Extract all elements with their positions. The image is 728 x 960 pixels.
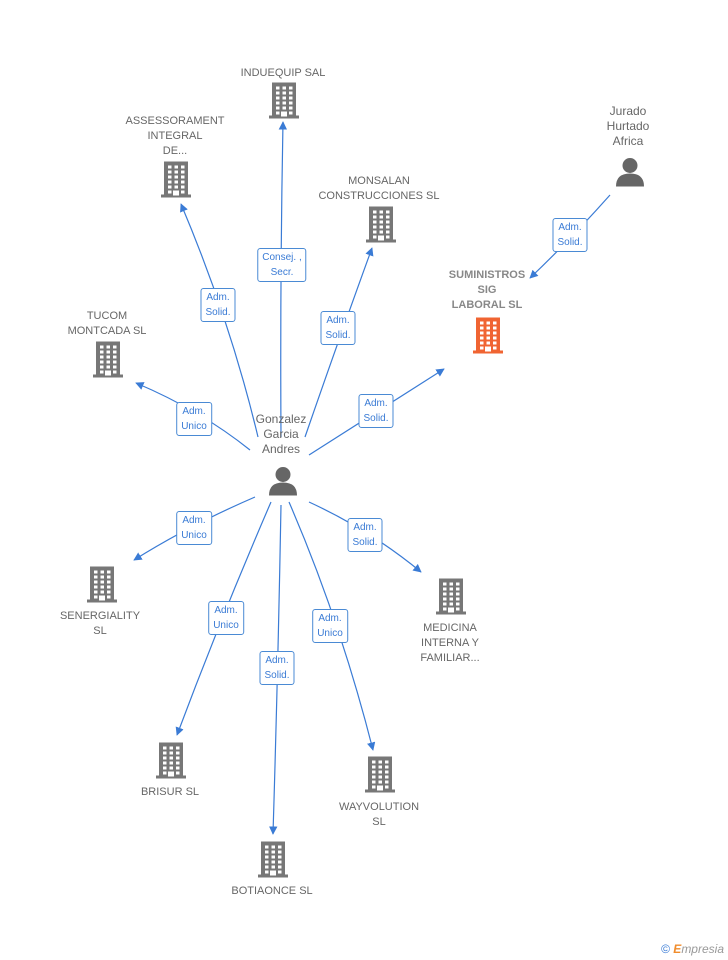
node-label-line: LABORAL SL — [451, 299, 523, 311]
node-label-line: Garcia — [263, 427, 299, 441]
building-icon[interactable] — [268, 81, 300, 124]
node-label-line: Hurtado — [606, 119, 650, 133]
edge-label-line: Adm. — [182, 406, 206, 417]
node-label-line: SENERGIALITY — [59, 610, 141, 622]
node-label-line: INTEGRAL — [147, 130, 203, 142]
node-label-senergiality[interactable]: SENERGIALITY SL — [60, 609, 140, 639]
edge-label-jurado-suministros[interactable]: Adm. Solid. — [552, 218, 588, 252]
node-label-line: INTERNA Y — [421, 637, 479, 649]
edge-label-line: Adm. — [182, 515, 206, 526]
node-label-line: WAYVOLUTION — [338, 801, 420, 813]
node-label-line: INDUEQUIP SAL — [240, 67, 326, 79]
node-label-botiaonce[interactable]: BOTIAONCE SL — [231, 884, 312, 899]
node-label-line: CONSTRUCCIONES SL — [318, 190, 440, 202]
node-label-line: TUCOM — [86, 310, 128, 322]
node-label-line: MEDICINA — [423, 622, 477, 634]
edge-label-line: Unico — [317, 628, 343, 639]
edge-label-line: Adm. — [364, 398, 388, 409]
copyright-symbol: © — [661, 942, 670, 956]
node-label-induequip[interactable]: INDUEQUIP SAL — [241, 66, 326, 81]
node-label-line: SIG — [477, 284, 497, 296]
edge-label-line: Secr. — [270, 267, 294, 278]
building-icon[interactable] — [92, 340, 124, 383]
edge-label-center-assessorament[interactable]: Adm. Solid. — [200, 288, 236, 322]
node-label-brisur[interactable]: BRISUR SL — [141, 785, 199, 800]
node-label-line: FAMILIAR... — [420, 652, 480, 664]
node-label-line: Andres — [261, 442, 301, 456]
edge-label-line: Unico — [213, 620, 239, 631]
footer-brand[interactable]: © Empresia — [661, 942, 724, 956]
building-icon[interactable] — [86, 565, 118, 608]
edge-label-line: Solid. — [363, 413, 389, 424]
node-label-line: Gonzalez — [255, 412, 307, 426]
edge-label-line: Adm. — [206, 292, 230, 303]
node-label-medicina[interactable]: MEDICINA INTERNA Y FAMILIAR... — [420, 621, 479, 666]
edge-label-line: Unico — [181, 421, 207, 432]
node-label-line: BRISUR SL — [140, 786, 200, 798]
edge-label-line: Adm. — [353, 522, 377, 533]
person-icon[interactable] — [267, 466, 299, 501]
node-label-line: Jurado — [609, 104, 647, 118]
node-label-tucom[interactable]: TUCOM MONTCADA SL — [68, 309, 147, 339]
node-label-line: SL — [372, 816, 386, 828]
edge-label-line: Solid. — [557, 237, 583, 248]
building-icon[interactable] — [472, 316, 504, 359]
building-icon[interactable] — [365, 205, 397, 248]
node-label-suministros[interactable]: SUMINISTROS SIG LABORAL SL — [449, 268, 525, 313]
node-label-line: DE... — [162, 145, 188, 157]
node-label-wayvolution[interactable]: WAYVOLUTION SL — [339, 800, 419, 830]
person-icon[interactable] — [614, 157, 646, 192]
edge-label-center-botiaonce[interactable]: Adm. Solid. — [259, 651, 295, 685]
node-label-monsalan[interactable]: MONSALAN CONSTRUCCIONES SL — [318, 174, 439, 204]
edge-label-line: Adm. — [265, 655, 289, 666]
edge-label-center-brisur[interactable]: Adm. Unico — [208, 601, 244, 635]
edge-label-line: Solid. — [325, 330, 351, 341]
node-label-line: SL — [93, 625, 107, 637]
building-icon[interactable] — [364, 755, 396, 798]
brand-name: mpresia — [681, 942, 724, 956]
node-label-line: Africa — [612, 134, 644, 148]
edge-label-line: Adm. — [214, 605, 238, 616]
building-icon[interactable] — [160, 160, 192, 203]
building-icon[interactable] — [435, 577, 467, 620]
edge-label-line: Adm. — [558, 222, 582, 233]
edge-center-monsalan — [304, 247, 374, 438]
edge-label-center-monsalan[interactable]: Adm. Solid. — [320, 311, 356, 345]
node-label-line: BOTIAONCE SL — [231, 885, 313, 897]
node-label-line: MONTCADA SL — [67, 325, 147, 337]
building-icon[interactable] — [155, 741, 187, 784]
node-label-assessorament[interactable]: ASSESSORAMENT INTEGRAL DE... — [125, 114, 224, 159]
edge-label-line: Adm. — [326, 315, 350, 326]
node-label-line: MONSALAN — [348, 175, 410, 187]
edge-label-line: Solid. — [205, 307, 231, 318]
node-label-line: SUMINISTROS — [448, 269, 526, 281]
node-label-line: ASSESSORAMENT — [125, 115, 225, 127]
edge-label-line: Solid. — [352, 537, 378, 548]
edge-label-center-senergiality[interactable]: Adm. Unico — [176, 511, 212, 545]
edge-label-line: Consej. , — [262, 252, 302, 263]
edge-label-line: Adm. — [318, 613, 342, 624]
brand-initial: E — [673, 942, 682, 956]
edge-label-center-wayvolution[interactable]: Adm. Unico — [312, 609, 348, 643]
building-icon[interactable] — [257, 840, 289, 883]
edge-label-line: Unico — [181, 530, 207, 541]
edge-label-center-suministros[interactable]: Adm. Solid. — [358, 394, 394, 428]
edge-label-center-medicina[interactable]: Adm. Solid. — [347, 518, 383, 552]
edge-label-center-tucom[interactable]: Adm. Unico — [176, 402, 212, 436]
edge-label-center-induequip[interactable]: Consej. , Secr. — [257, 248, 307, 282]
edge-label-line: Solid. — [264, 670, 290, 681]
